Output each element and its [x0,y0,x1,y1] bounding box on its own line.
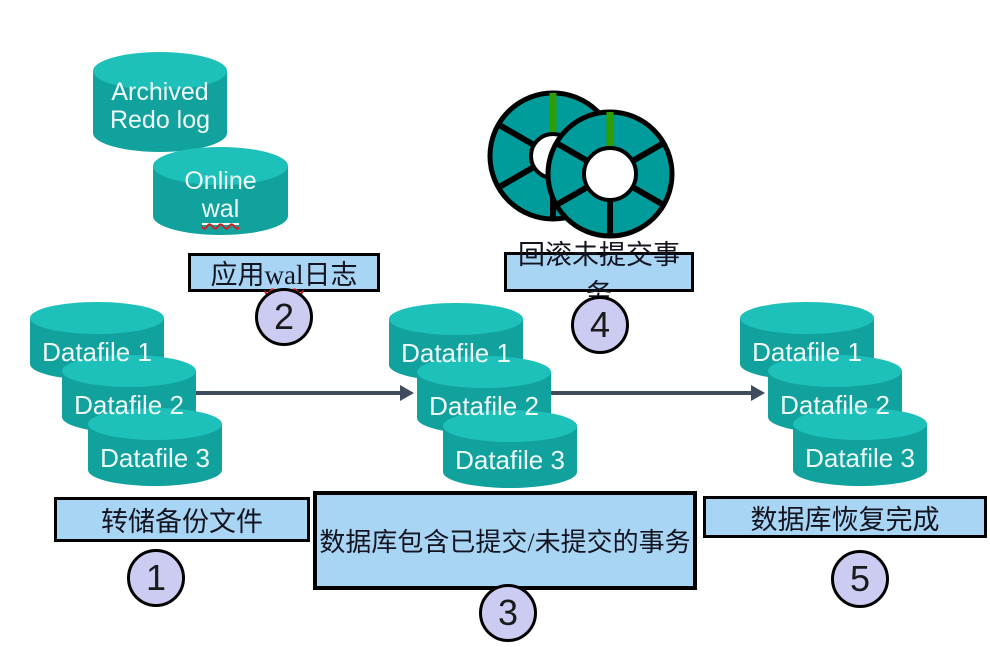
step1-label: 转储备份文件 [101,507,263,537]
step5-label-box: 数据库恢复完成 [703,496,987,538]
archived-redo-log-label: Archived Redo log [93,78,227,134]
disk-front [545,109,675,239]
datafile-label: Datafile 3 [455,445,565,475]
step5-label: 数据库恢复完成 [750,504,940,535]
step3-label-box: 数据库包含已提交/未提交的事务 [313,491,697,590]
label-line2: Redo log [109,106,211,134]
step2-label-wal: wal [264,260,304,290]
label-line2: wal [153,195,288,225]
datafile-label: Datafile 1 [42,337,152,367]
disk-platters-icon [487,90,675,239]
label-line1: Archived [111,78,209,106]
datafile-label: Datafile 3 [100,443,210,473]
archived-redo-log-cylinder: Archived Redo log [93,52,227,152]
step1-label-box: 转储备份文件 [54,497,310,542]
datafile-label: Datafile 2 [74,390,184,420]
cylinder-top [768,355,902,387]
datafile-cylinder: Datafile 2 [417,356,551,434]
cylinder-top [443,410,577,442]
cylinder-top [153,147,288,185]
cylinder-top [88,408,222,440]
step2-label-box: 应用wal日志 [188,253,380,292]
step2-label-prefix: 应用 [210,260,265,290]
cylinder-top [793,408,927,440]
datafile-label: Datafile 2 [429,391,539,421]
cylinder-top [93,52,227,90]
step3-label: 数据库包含已提交/未提交的事务 [319,528,691,557]
cylinder-top [62,355,196,387]
online-wal-label: Online wal [153,167,288,225]
flow-arrow-recovering-to-done [548,385,765,401]
step4-label-box: 回滚未提交事务 [504,240,694,309]
label-line1: Online [184,167,257,195]
step5-number-circle: 5 [831,550,889,608]
datafile-label: Datafile 2 [780,390,890,420]
step1-number: 1 [145,557,167,598]
datafile-cylinder: Datafile 3 [443,410,577,488]
step4-number-circle: 4 [571,296,629,354]
step2-label: 应用wal日志 [211,253,358,292]
cylinder-top [389,303,523,335]
wal-underlined-text: wal [201,195,240,225]
datafile-label: Datafile 1 [401,338,511,368]
step2-number-circle: 2 [255,288,313,346]
flow-arrow-backup-to-recovering [192,385,414,401]
cylinder-top [30,302,164,334]
datafile-cylinder: Datafile 3 [793,408,927,486]
datafile-label: Datafile 1 [752,337,862,367]
step2-label-suffix: 日志 [303,260,358,290]
step1-number-circle: 1 [127,549,185,607]
step4-number: 4 [589,304,611,345]
step2-number: 2 [273,296,295,337]
datafile-label: Datafile 3 [805,443,915,473]
cylinder-top [740,302,874,334]
datafile-cylinder: Datafile 3 [88,408,222,486]
online-wal-cylinder: Online wal [153,147,288,235]
step3-number: 3 [497,592,519,633]
cylinder-top [417,356,551,388]
step5-number: 5 [849,558,871,599]
step3-number-circle: 3 [479,584,537,642]
